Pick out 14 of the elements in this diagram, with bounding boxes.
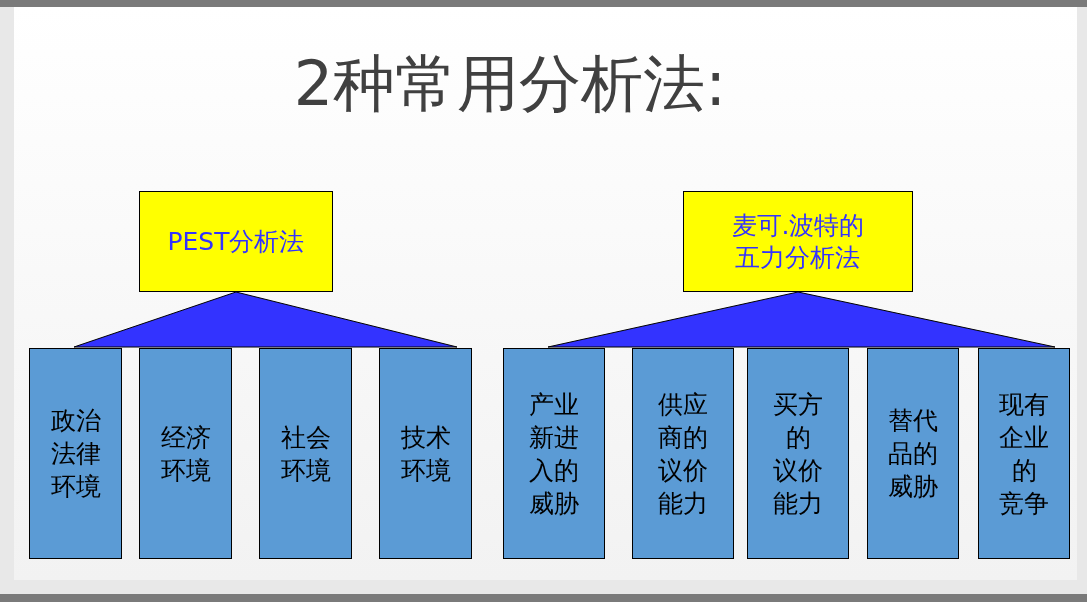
method-box: PEST分析法	[139, 191, 333, 292]
method-box: 麦可.波特的五力分析法	[683, 191, 913, 292]
factor-box: 政治法律环境	[29, 348, 122, 559]
tree-connector	[73, 291, 458, 348]
factor-box: 技术环境	[379, 348, 472, 559]
factor-box: 经济环境	[139, 348, 232, 559]
title: 2种常用分析法:	[292, 46, 728, 122]
factor-box: 替代品的威胁	[867, 348, 959, 559]
tree-connector	[547, 291, 1056, 348]
factor-box: 产业新进入的威胁	[503, 348, 605, 559]
factor-box: 社会环境	[259, 348, 352, 559]
factor-box: 供应商的议价能力	[632, 348, 734, 559]
factor-box: 买方的议价能力	[747, 348, 849, 559]
factor-box: 现有企业的竞争	[978, 348, 1070, 559]
